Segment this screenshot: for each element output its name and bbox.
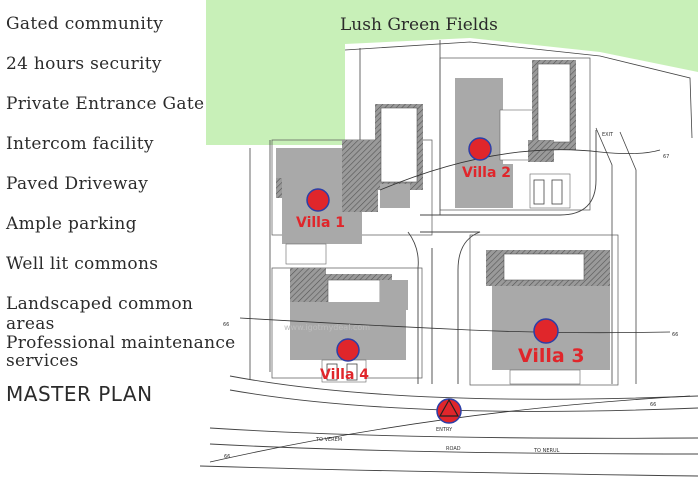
entry-marker: ENTRY xyxy=(436,398,462,433)
contour-label: 66 xyxy=(224,454,230,460)
villa-1-label: Villa 1 xyxy=(296,215,345,231)
exit-label: EXIT xyxy=(602,132,614,138)
contour-label: 67 xyxy=(663,154,669,160)
villa-2-building xyxy=(455,60,576,209)
feature-item: Intercom facility xyxy=(6,134,154,154)
feature-item: Gated community xyxy=(6,14,164,34)
entry-label: ENTRY xyxy=(436,427,453,433)
road-label-nerul: TO NERUL xyxy=(533,448,560,454)
contour-label: 66 xyxy=(650,402,656,408)
villa-3-building xyxy=(486,250,610,385)
feature-item: Landscaped common areas xyxy=(6,294,194,334)
villa-1-building xyxy=(276,104,423,265)
villa-3-label: Villa 3 xyxy=(518,345,585,367)
villa-4-building xyxy=(290,268,408,383)
villa-3-marker: Villa 3 xyxy=(518,318,585,367)
villa-1-marker: Villa 1 xyxy=(296,188,345,231)
green-fields xyxy=(206,0,698,145)
feature-list: Gated community 24 hours security Privat… xyxy=(6,14,246,378)
feature-item: Professional maintenance services xyxy=(6,333,236,371)
villa-2-marker: Villa 2 xyxy=(462,137,511,181)
feature-item: 24 hours security xyxy=(6,54,162,74)
feature-item: Well lit commons xyxy=(6,254,159,274)
page-title: MASTER PLAN xyxy=(6,382,153,406)
feature-item: Private Entrance Gate xyxy=(6,94,205,114)
villa-4-label: Villa 4 xyxy=(320,367,369,383)
title-rest: PLAN xyxy=(91,382,153,406)
villa-4-marker: Villa 4 xyxy=(320,338,369,383)
title-strong: MASTER xyxy=(6,382,92,406)
contour-label: 66 xyxy=(223,322,229,328)
feature-item: Ample parking xyxy=(6,214,137,234)
internal-driveway xyxy=(407,130,597,384)
contour-label: 66 xyxy=(672,332,678,338)
external-road xyxy=(199,375,698,477)
road-label: ROAD xyxy=(446,446,461,452)
road-label-verem: TO VEREM xyxy=(315,437,342,443)
fields-label: Lush Green Fields xyxy=(340,15,498,35)
watermark-text: www.igotmydeal.com xyxy=(284,323,370,332)
villa-2-label: Villa 2 xyxy=(462,165,511,181)
feature-item: Paved Driveway xyxy=(6,174,149,194)
